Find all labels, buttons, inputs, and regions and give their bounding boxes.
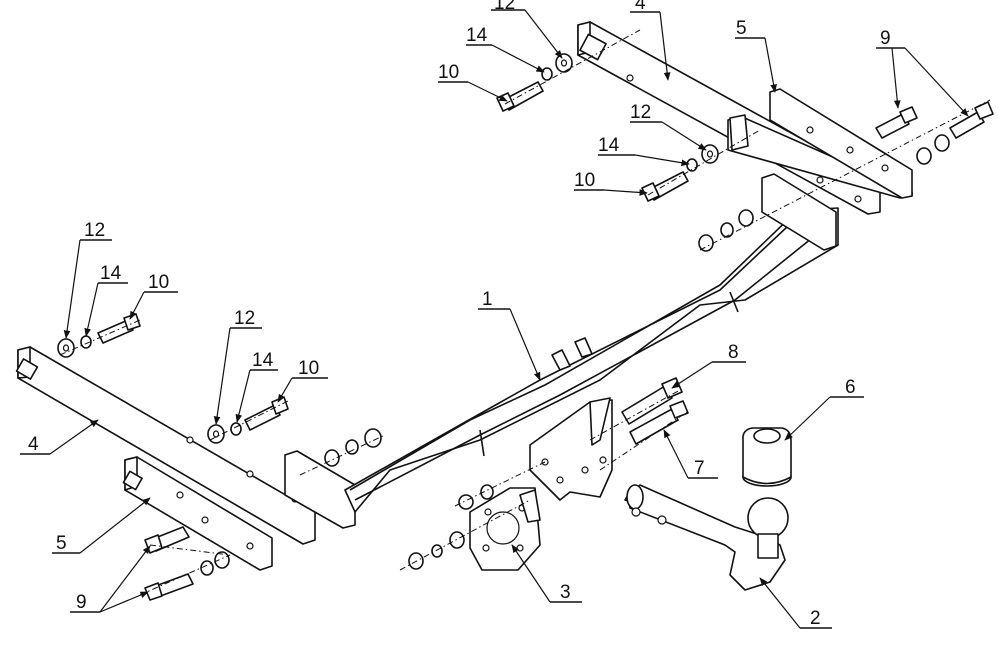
tow-ball-neck bbox=[624, 484, 789, 591]
callout-8: 8 bbox=[728, 342, 739, 363]
callout-3: 3 bbox=[560, 582, 571, 603]
callout-4-top: 4 bbox=[635, 0, 646, 14]
bolt-9-right-a bbox=[875, 106, 918, 139]
socket-plate bbox=[469, 487, 541, 571]
callout-12-left2: 12 bbox=[234, 308, 255, 329]
callout-9-top: 9 bbox=[880, 28, 891, 49]
callout-9-left: 9 bbox=[76, 592, 87, 613]
callout-4-left: 4 bbox=[28, 434, 39, 455]
callout-12-left: 12 bbox=[84, 220, 105, 241]
callout-leaders bbox=[20, 9, 969, 629]
main-crossbeam bbox=[284, 173, 839, 529]
bolt-10-left bbox=[97, 313, 141, 344]
ball-cover bbox=[742, 427, 792, 487]
mounting-plate-5-left bbox=[122, 456, 273, 571]
callout-12-mid: 12 bbox=[630, 102, 651, 123]
bolt-10-left2 bbox=[244, 396, 289, 431]
callout-10-left2: 10 bbox=[298, 358, 319, 379]
callout-7: 7 bbox=[694, 458, 705, 479]
callout-5-top: 5 bbox=[736, 18, 747, 39]
callout-14-left2: 14 bbox=[252, 350, 274, 371]
callout-2: 2 bbox=[810, 608, 821, 629]
mounting-plate-4-left bbox=[15, 346, 316, 545]
bolt-10-mid bbox=[641, 171, 689, 202]
callout-1: 1 bbox=[482, 289, 493, 310]
mounting-plate-5-right bbox=[727, 88, 913, 199]
callout-6: 6 bbox=[845, 377, 856, 398]
bolt-9-right-b bbox=[949, 101, 994, 139]
callout-12-top: 12 bbox=[494, 0, 515, 14]
bolt-10-top bbox=[496, 81, 544, 112]
mounting-plate-4-right bbox=[577, 21, 881, 215]
washers-and-nuts bbox=[57, 53, 950, 576]
bolt-7 bbox=[629, 400, 689, 445]
bolt-9-left-b bbox=[144, 573, 194, 601]
assembly-axes bbox=[59, 29, 991, 596]
callout-14-mid: 14 bbox=[598, 135, 620, 156]
callout-14-top: 14 bbox=[466, 25, 488, 46]
callout-14-left: 14 bbox=[100, 263, 122, 284]
callout-10-top: 10 bbox=[438, 62, 459, 83]
callout-labels: 12 14 10 4 5 9 12 14 10 1 8 6 7 12 14 10… bbox=[28, 0, 891, 629]
callout-5-left: 5 bbox=[56, 533, 67, 554]
callout-10-mid: 10 bbox=[574, 170, 595, 191]
callout-10-left: 10 bbox=[148, 272, 169, 293]
